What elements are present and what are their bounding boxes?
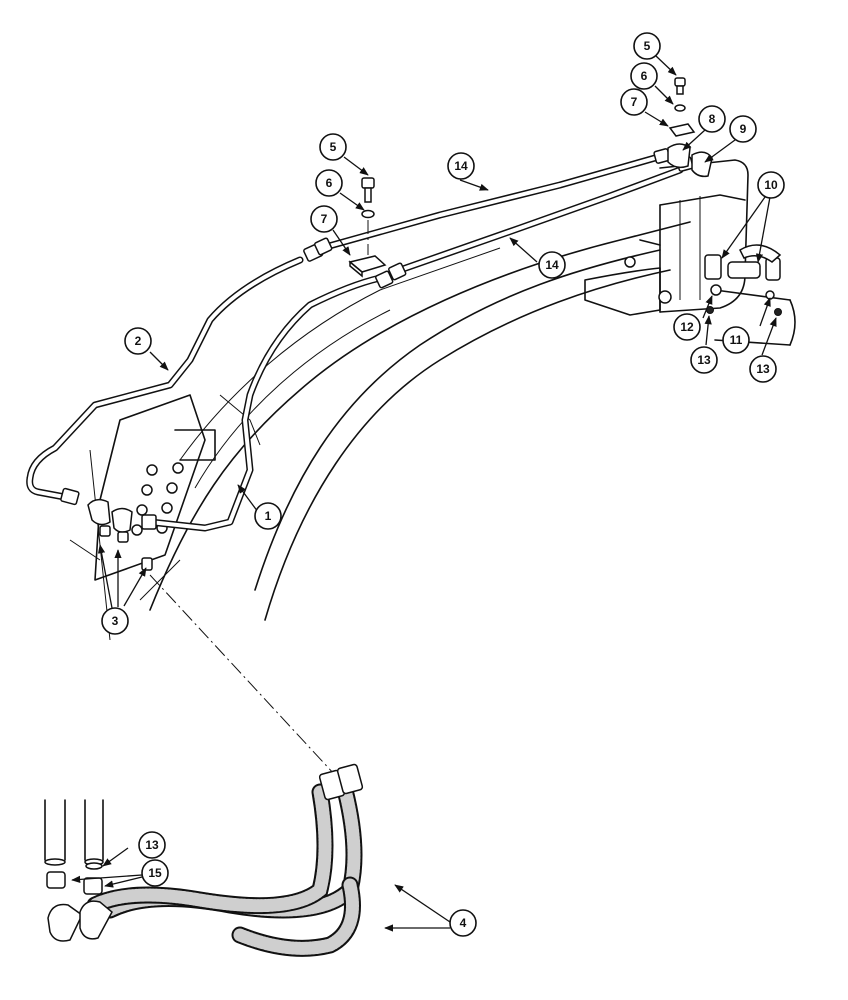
svg-text:6: 6 <box>641 69 648 83</box>
callout-5-left: 5 <box>319 133 347 161</box>
bolt-5-left <box>361 177 375 203</box>
callout-12: 12 <box>673 313 701 341</box>
elbow-fittings-3 <box>87 498 153 571</box>
svg-text:3: 3 <box>112 614 119 628</box>
callout-9: 9 <box>729 115 757 143</box>
steel-tube-14-upper <box>318 154 659 252</box>
callout-6-right: 6 <box>630 62 658 90</box>
callout-6-left: 6 <box>315 169 343 197</box>
svg-text:14: 14 <box>545 258 559 272</box>
svg-text:1: 1 <box>265 509 272 523</box>
callout-13-bottom: 13 <box>138 831 166 859</box>
loader-boom <box>69 159 796 641</box>
svg-text:5: 5 <box>330 140 337 154</box>
clamp-bracket-7-right <box>668 123 696 137</box>
callout-13-center: 13 <box>690 346 718 374</box>
centerline-leader <box>149 574 336 776</box>
svg-text:11: 11 <box>730 333 743 347</box>
svg-text:8: 8 <box>709 112 716 126</box>
callout-3: 3 <box>101 607 129 635</box>
callout-7-left: 7 <box>310 205 338 233</box>
steel-tube-1 <box>146 274 384 532</box>
steel-tube-2 <box>26 256 304 502</box>
svg-text:4: 4 <box>460 916 467 930</box>
tee-fittings-10-11-12 <box>624 244 782 316</box>
callout-8: 8 <box>698 105 726 133</box>
svg-text:13: 13 <box>697 353 711 367</box>
svg-text:13: 13 <box>145 838 159 852</box>
svg-text:7: 7 <box>321 212 328 226</box>
svg-text:6: 6 <box>326 176 333 190</box>
mounting-plate <box>94 394 216 581</box>
svg-text:2: 2 <box>135 334 142 348</box>
callout-7-right: 7 <box>620 88 648 116</box>
leader-lines <box>71 55 777 932</box>
hydraulic-hoses-4 <box>47 763 364 957</box>
callout-14-upper: 14 <box>447 152 475 180</box>
svg-text:12: 12 <box>680 320 694 334</box>
adapters-15 <box>46 871 103 895</box>
svg-text:7: 7 <box>631 95 638 109</box>
callout-5-right: 5 <box>633 32 661 60</box>
callout-15: 15 <box>141 859 169 887</box>
svg-text:9: 9 <box>740 122 747 136</box>
callout-2: 2 <box>124 327 152 355</box>
callout-11: 11 <box>722 326 750 354</box>
callout-1: 1 <box>254 502 282 530</box>
callout-4: 4 <box>449 909 477 937</box>
washer-6-left <box>361 209 375 219</box>
svg-text:14: 14 <box>454 159 468 173</box>
clamp-bracket-7-left <box>348 255 387 278</box>
svg-text:5: 5 <box>644 39 651 53</box>
steel-tube-14-lower <box>396 166 684 274</box>
svg-text:10: 10 <box>764 178 778 192</box>
bolt-5-right <box>674 77 686 95</box>
callout-10: 10 <box>757 171 785 199</box>
washer-6-right <box>674 104 686 112</box>
svg-text:13: 13 <box>756 362 770 376</box>
o-rings-13-bottom <box>85 862 103 870</box>
callout-14-lower: 14 <box>538 251 566 279</box>
callout-13-right: 13 <box>749 355 777 383</box>
cylinder-ports <box>44 799 104 866</box>
svg-text:15: 15 <box>148 866 162 880</box>
